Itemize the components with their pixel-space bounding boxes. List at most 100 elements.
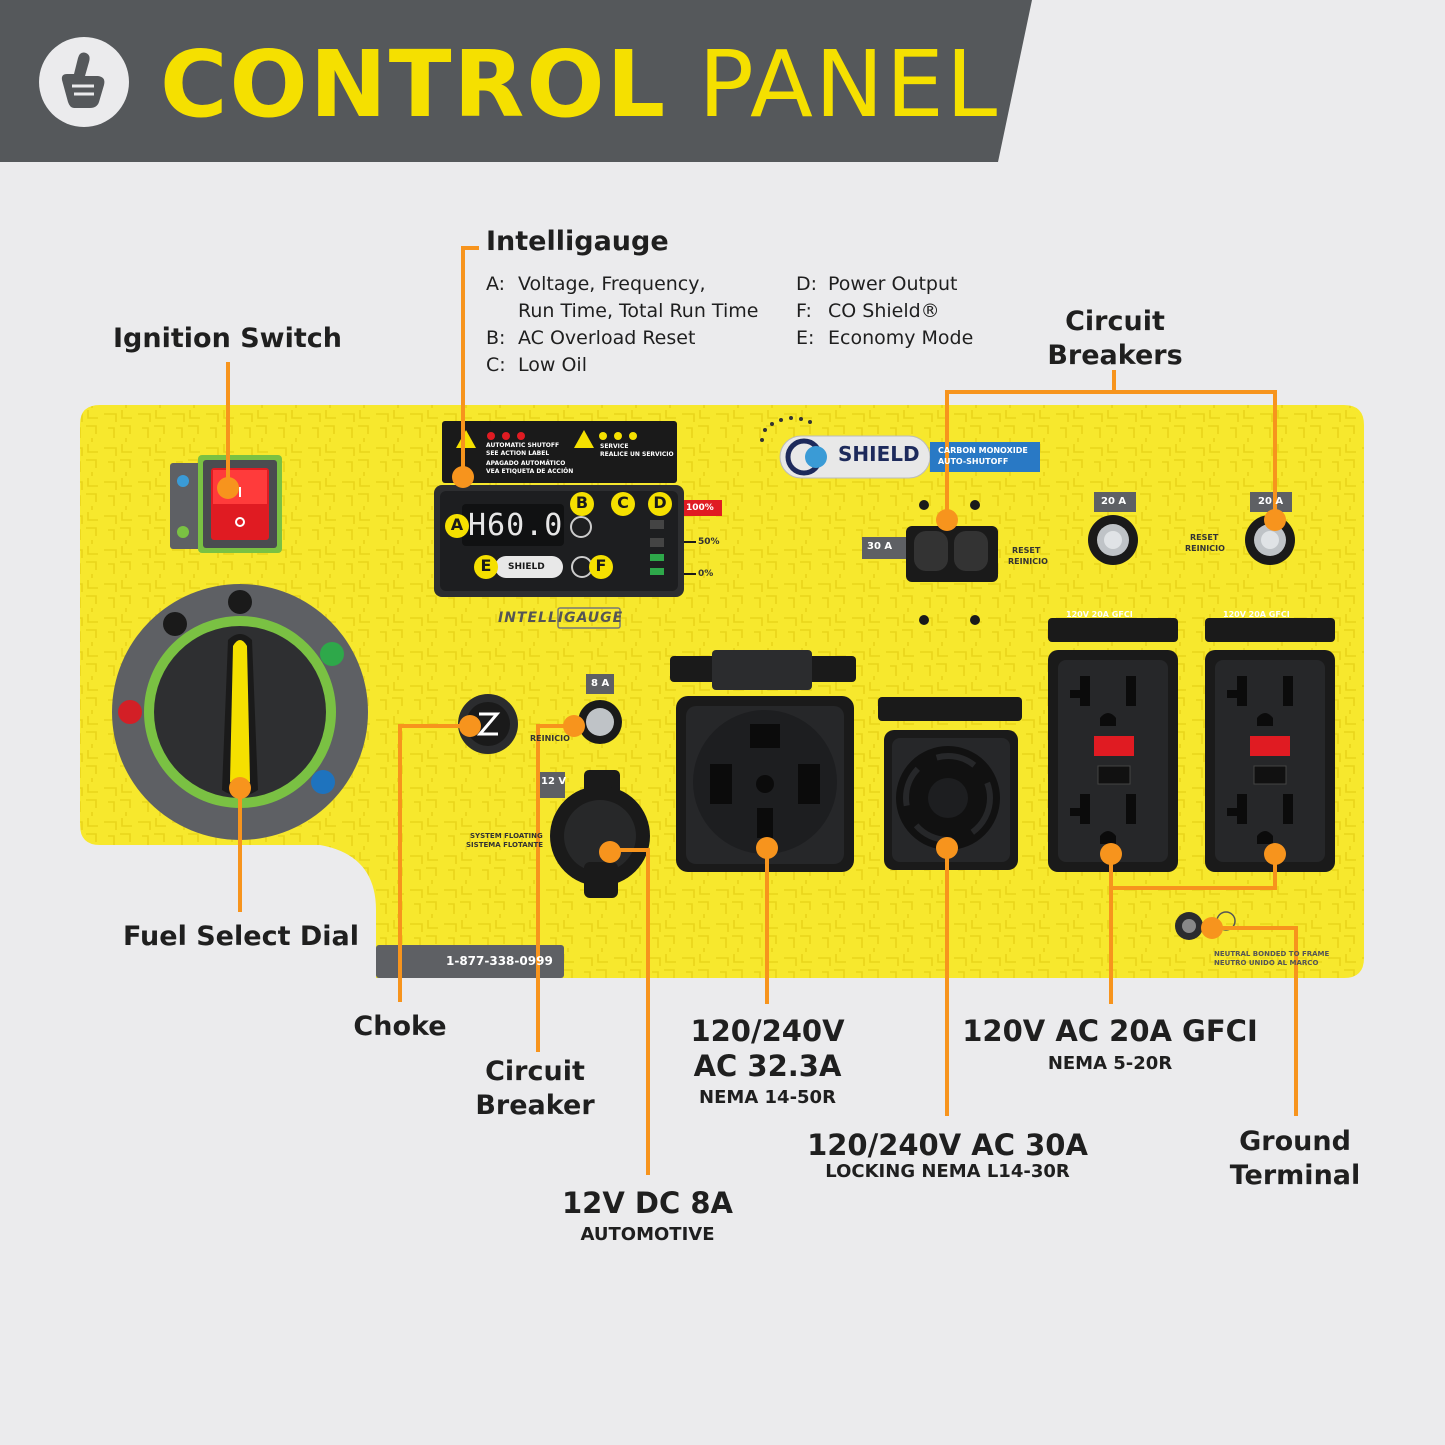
title-bold: CONTROL [160,31,668,138]
intelligauge-letter-badges [445,492,672,579]
intelligauge-brand: INTELLIGAUGE [498,610,624,626]
breaker-30-label: 30 A [867,541,893,552]
banner-shape [0,0,1032,162]
label-ignition-switch: Ignition Switch [113,323,342,354]
floating-label-2: SISTEMA FLOTANTE [466,841,544,849]
outlet-gfci-left[interactable] [1048,618,1178,872]
header-banner: CONTROL PANEL [0,0,1445,162]
ground-terminal[interactable] [1175,911,1236,940]
label-dc-sub: AUTOMOTIVE [580,1224,715,1245]
choke-knob[interactable] [458,694,518,754]
phone-number: 1-877-338-0999 [446,954,553,968]
item-text: AC Overload Reset [518,327,696,349]
label-circuit-breaker-1: Circuit [485,1056,585,1087]
co-shield-mini: SHIELD [508,562,545,572]
label-choke: Choke [353,1011,447,1042]
reset-label-1a: RESET [1012,546,1041,555]
list-item: D: Power Output [796,271,973,298]
label-dc-main: 12V DC 8A [562,1186,733,1220]
intelligauge-title: Intelligauge [486,226,669,257]
label-circuit-breakers-1: Circuit [1065,306,1165,337]
breaker-20-left-label: 20 A [1101,496,1127,507]
list-item: C:Low Oil [486,352,758,379]
callout-lines [226,246,1298,1175]
badge-b: B [575,493,589,512]
item-text: Run Time, Total Run Time [518,300,759,322]
warning-left-2: SEE ACTION LABEL [486,450,550,457]
outlet-gfci-right[interactable] [1205,618,1335,872]
reset-label-1b: REINICIO [1008,557,1048,566]
power-scale-100: 100% [686,503,714,513]
reset-label-2b: REINICIO [1185,544,1225,553]
breaker-20-right-label: 20 A [1258,496,1284,507]
warning-left-4: VEA ETIQUETA DE ACCIÓN [486,468,574,475]
list-item: E: Economy Mode [796,325,973,352]
item-key [486,298,518,325]
hand-pointer-icon [39,37,129,127]
warning-right-1: SERVICE [600,443,629,450]
outlet-l14-30r[interactable] [878,697,1022,870]
power-scale-50: 50% [698,537,720,547]
label-outlet-30-main: 120/240V AC 30A [807,1128,1088,1162]
label-outlet-30-sub: LOCKING NEMA L14-30R [825,1161,1070,1182]
gfci-tag-right: 120V 20A GFCI [1223,610,1290,619]
intelligauge-display: H60.0 [468,508,564,543]
item-text: Low Oil [518,354,587,376]
reset-label-2a: RESET [1190,533,1219,542]
badge-e: E [480,556,492,575]
outlet-14-50r[interactable] [670,650,856,872]
gfci-tag-left: 120V 20A GFCI [1066,610,1133,619]
reinicio-label: REINICIO [530,734,570,743]
warning-left-1: AUTOMATIC SHUTOFF [486,442,560,449]
callout-dots [217,466,1286,939]
badge-f: F [595,556,607,575]
warning-right-2: REALICE UN SERVICIO [600,451,674,458]
item-key: A: [486,273,506,295]
list-item: B: AC Overload Reset [486,325,758,352]
label-ground-1: Ground [1239,1126,1351,1157]
co-shield-tag-2: AUTO-SHUTOFF [938,457,1009,466]
label-circuit-breakers-2: Breakers [1047,340,1183,371]
fuel-select-dial[interactable] [112,584,368,840]
list-item: Run Time, Total Run Time [486,298,758,325]
item-text: CO Shield® [828,300,940,322]
title-light: PANEL [698,31,1000,138]
dc-socket[interactable] [537,770,650,898]
neutral-label-2: NEUTRO UNIDO AL MARCO [1214,959,1319,967]
label-ground-2: Terminal [1229,1160,1361,1191]
co-shield-word: SHIELD [838,442,920,466]
intelligauge-left-list: A:Voltage, Frequency, Run Time, Total Ru… [486,271,758,379]
item-text: Economy Mode [828,327,974,349]
badge-d: D [653,493,667,512]
label-outlet-gfci-main: 120V AC 20A GFCI [962,1014,1258,1048]
item-text: Power Output [828,273,958,295]
badge-c: C [617,493,629,512]
label-outlet-50-sub: NEMA 14-50R [699,1087,836,1108]
breaker-8-label: 8 A [591,678,610,689]
item-key: D: [796,273,818,295]
label-fuel-select-dial: Fuel Select Dial [122,921,360,952]
breaker-8a[interactable] [578,674,622,744]
item-key: B: [486,327,506,349]
page-title: CONTROL PANEL [160,30,999,140]
neutral-label-1: NEUTRAL BONDED TO FRAME [1214,950,1330,958]
label-outlet-gfci-sub: NEMA 5-20R [1047,1053,1173,1074]
breaker-30a[interactable] [862,500,998,625]
label-outlet-50-main-2: AC 32.3A [693,1049,842,1083]
item-key: F: [796,300,812,322]
phone-bar [376,945,564,978]
warning-left-3: APAGADO AUTOMÁTICO [486,460,566,467]
co-shield-tag-1: CARBON MONOXIDE [938,446,1028,455]
item-key: E: [796,327,815,349]
label-circuit-breaker-2: Breaker [475,1090,595,1121]
floating-label-1: SYSTEM FLOATING [470,832,543,840]
label-outlet-50-main-1: 120/240V [690,1014,845,1048]
list-item: A:Voltage, Frequency, [486,271,758,298]
list-item: F: CO Shield® [796,298,973,325]
dc-tag: 12 V [541,776,567,787]
breaker-20a-left[interactable] [1088,492,1138,565]
power-scale-0: 0% [698,569,714,579]
intelligauge-right-list: D: Power Output F: CO Shield® E: Economy Mo… [796,271,973,352]
badge-a: A [450,515,464,534]
